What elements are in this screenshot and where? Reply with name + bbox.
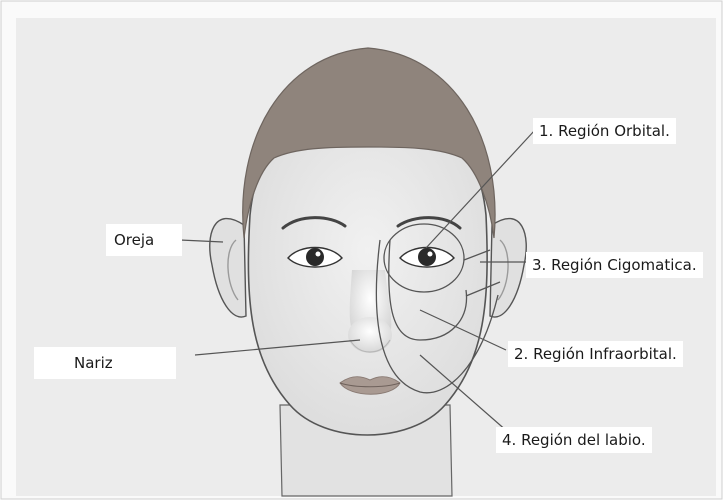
label-infraorbital: 2. Región Infraorbital. — [508, 341, 683, 367]
left-pupil — [306, 248, 324, 266]
right-pupil — [418, 248, 436, 266]
label-orbital: 1. Región Orbital. — [533, 118, 676, 144]
nose-tip — [348, 317, 392, 353]
label-nariz: Nariz — [34, 347, 176, 379]
label-cigomatica: 3. Región Cigomatica. — [526, 252, 703, 278]
label-labio: 4. Región del labio. — [496, 427, 652, 453]
label-oreja: Oreja — [106, 224, 182, 256]
